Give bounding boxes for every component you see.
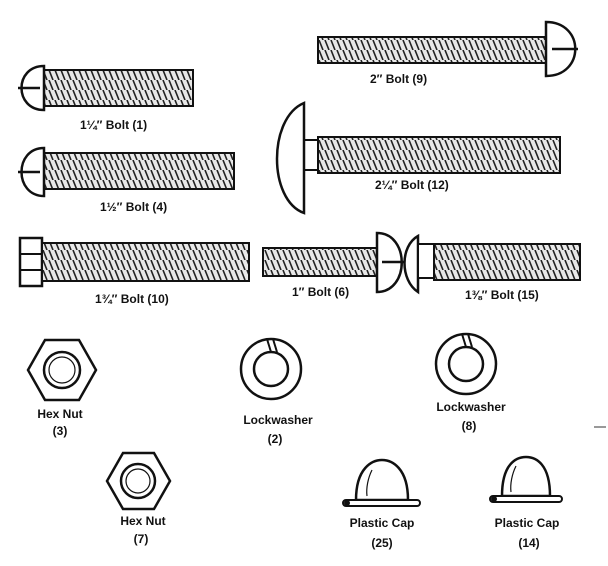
- hex-nut-7-qty: (7): [134, 532, 149, 546]
- plastic-cap-25-drawing: [342, 458, 421, 507]
- hex-nut-7-drawing: [105, 451, 172, 511]
- lockwasher-2-qty: (2): [268, 432, 283, 446]
- bolt-1-5-label: 1½″ Bolt (4): [100, 200, 167, 214]
- bolt-1-25-drawing: [18, 64, 194, 112]
- bolt-1-25-label: 1¼″ Bolt (1): [80, 118, 147, 132]
- bolt-2-label: 2″ Bolt (9): [370, 72, 427, 86]
- hex-nut-3-label: Hex Nut: [37, 407, 82, 421]
- plastic-cap-14-drawing: [489, 455, 563, 503]
- plastic-cap-14-label: Plastic Cap: [495, 516, 560, 530]
- lockwasher-8-label: Lockwasher: [436, 400, 506, 414]
- bolt-1-375-drawing: [403, 233, 581, 295]
- bolt-1-drawing: [262, 231, 404, 294]
- plastic-cap-25-qty: (25): [371, 536, 392, 550]
- hex-nut-3-drawing: [26, 338, 98, 402]
- bolt-1-75-label: 1¾″ Bolt (10): [95, 292, 169, 306]
- lockwasher-8-qty: (8): [462, 419, 477, 433]
- bolt-1-75-drawing: [18, 236, 250, 288]
- lockwasher-8-drawing: [434, 332, 498, 396]
- bolt-1-5-drawing: [18, 146, 235, 198]
- plastic-cap-14-qty: (14): [518, 536, 539, 550]
- plastic-cap-25-label: Plastic Cap: [350, 516, 415, 530]
- lockwasher-2-drawing: [239, 337, 303, 401]
- lockwasher-2-label: Lockwasher: [243, 413, 313, 427]
- bolt-2-drawing: [317, 20, 578, 78]
- bolt-1-375-label: 1⅜″ Bolt (15): [465, 288, 539, 302]
- hex-nut-3-qty: (3): [53, 424, 68, 438]
- hex-nut-7-label: Hex Nut: [120, 514, 165, 528]
- bolt-1-label: 1″ Bolt (6): [292, 285, 349, 299]
- bolt-2-25-drawing: [275, 101, 561, 215]
- bolt-2-25-label: 2¼″ Bolt (12): [375, 178, 449, 192]
